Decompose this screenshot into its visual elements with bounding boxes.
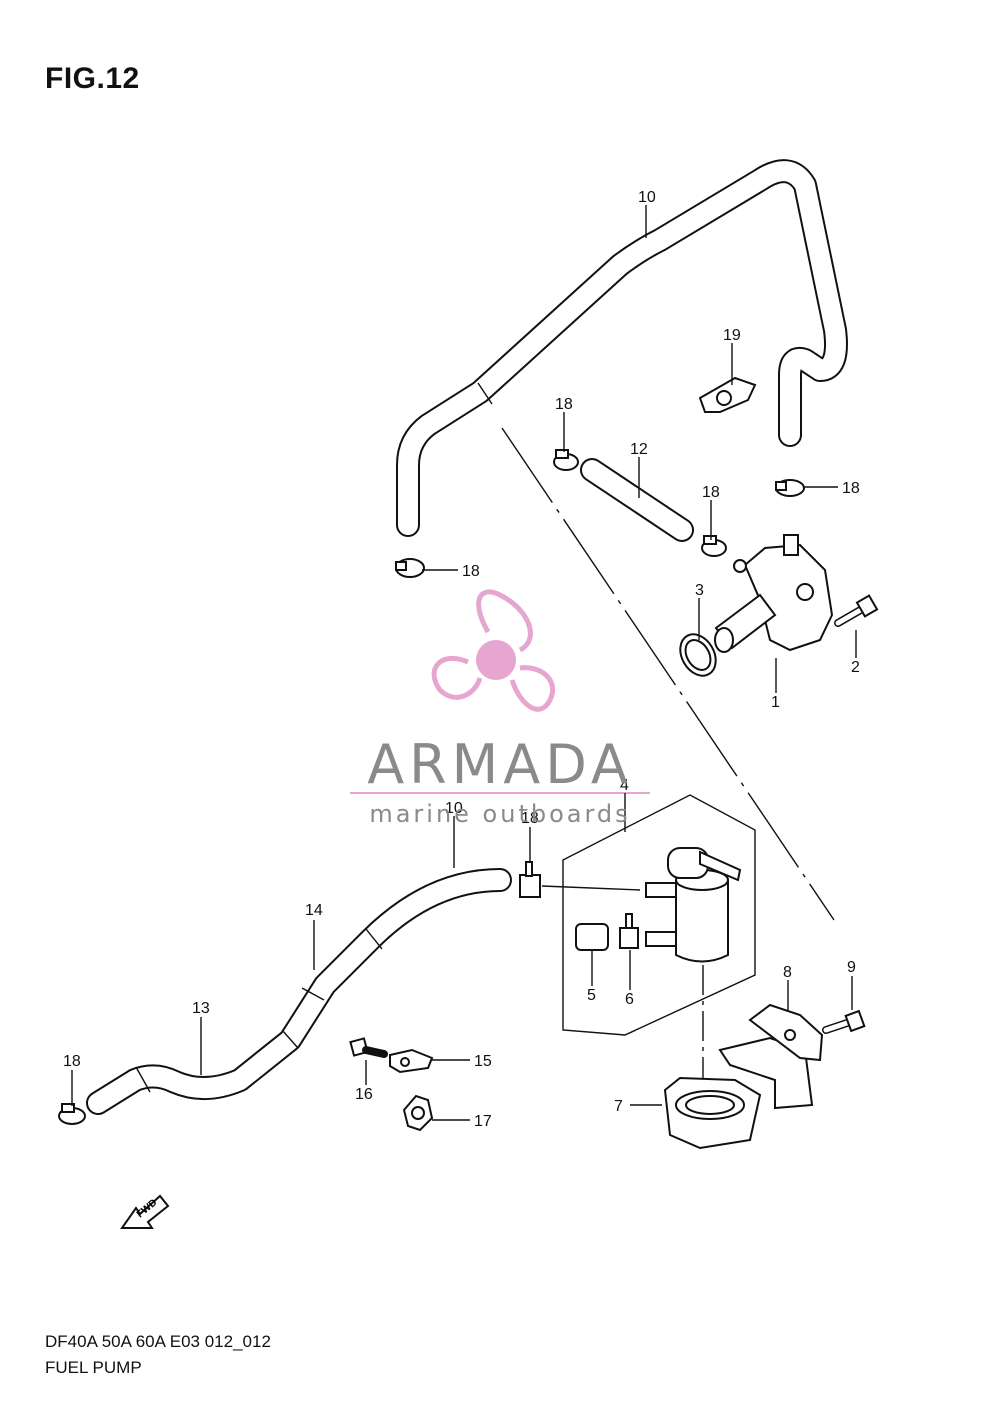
hose-clip-18 <box>395 558 425 578</box>
hose-clip-18 <box>775 479 805 497</box>
bolt-16 <box>349 1037 388 1058</box>
callout-18: 18 <box>702 484 720 501</box>
clamp-17 <box>402 1094 434 1132</box>
callout-18: 18 <box>521 810 539 827</box>
forward-arrow-icon: FWD <box>120 1194 170 1229</box>
callout-18: 18 <box>842 480 860 497</box>
callout-18: 18 <box>462 563 480 580</box>
clamp-15 <box>389 1048 434 1074</box>
watermark-tagline: marine outboards <box>369 800 631 828</box>
callout-4: 4 <box>620 777 629 794</box>
watermark-brand: ARMADA <box>367 733 633 796</box>
model-code: DF40A 50A 60A E03 012_012 <box>45 1332 271 1351</box>
callout-10: 10 <box>445 800 463 817</box>
filter-assembly-box-4 <box>562 794 756 1036</box>
fuel-filter <box>645 847 742 963</box>
figure-name: FUEL PUMP <box>45 1358 142 1377</box>
hose-clip-18 <box>553 449 579 471</box>
hose-clamp-19 <box>698 376 757 413</box>
bolt-2 <box>834 594 879 627</box>
callout-18: 18 <box>63 1053 81 1070</box>
callout-12: 12 <box>630 441 648 458</box>
callout-3: 3 <box>695 582 704 599</box>
callout-18: 18 <box>555 396 573 413</box>
hose-clip-18 <box>58 1103 86 1125</box>
clip-6 <box>619 913 639 949</box>
figure-title: FIG.12 <box>45 62 140 95</box>
callout-6: 6 <box>625 991 634 1008</box>
sleeve-5 <box>575 923 609 951</box>
hose-10-13-14 <box>86 868 512 1115</box>
leader-line <box>541 885 641 891</box>
callout-labels: 10 19 18 12 18 18 18 3 2 1 4 10 18 14 13… <box>63 189 860 1130</box>
filter-holder-7 <box>663 1076 762 1150</box>
callout-11: 10 <box>638 189 656 206</box>
hose-clip-18 <box>701 535 727 557</box>
callout-16: 16 <box>355 1086 373 1103</box>
bolt-9 <box>822 1009 866 1034</box>
clip-18-on-hose-10 <box>519 861 541 898</box>
callout-19: 19 <box>723 327 741 344</box>
callout-9: 9 <box>847 959 856 976</box>
callout-leaders <box>71 205 857 1121</box>
bracket-8 <box>718 1003 824 1110</box>
callout-17: 17 <box>474 1113 492 1130</box>
armada-propeller-logo <box>431 589 556 712</box>
callout-14: 14 <box>305 902 323 919</box>
callout-2: 2 <box>851 659 860 676</box>
assembly-guide-line <box>501 427 835 921</box>
fuel-pump-1 <box>714 534 834 653</box>
callout-13: 13 <box>192 1000 210 1017</box>
callout-5: 5 <box>587 987 596 1004</box>
callout-8: 8 <box>783 964 792 981</box>
callout-1: 1 <box>771 694 780 711</box>
o-ring-3 <box>679 633 717 677</box>
callout-7: 7 <box>614 1098 623 1115</box>
hose-12 <box>580 458 694 542</box>
callout-15: 15 <box>474 1053 492 1070</box>
hose-11 <box>396 159 848 537</box>
